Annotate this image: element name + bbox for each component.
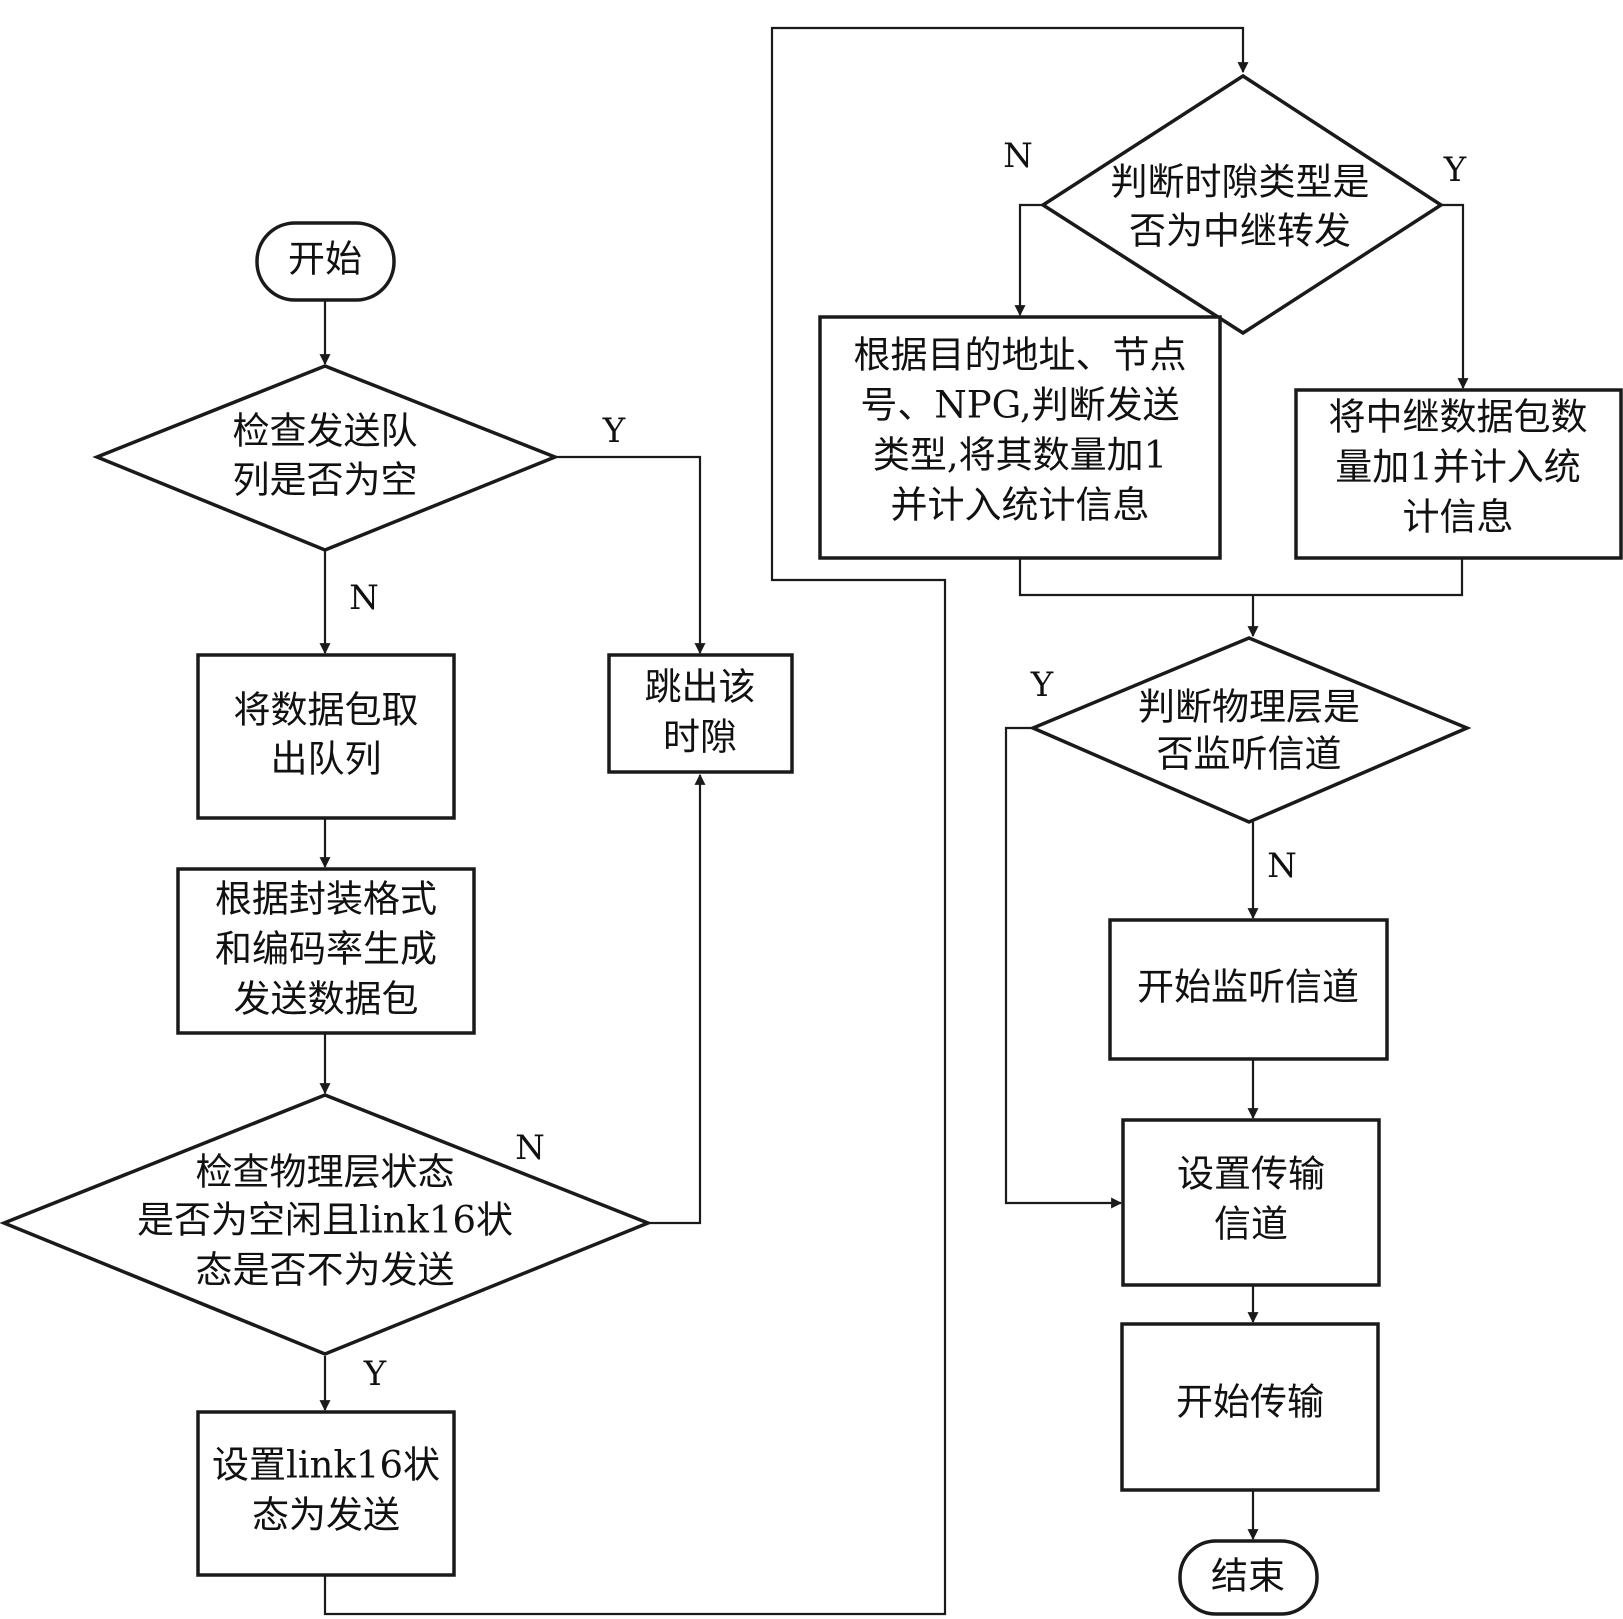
start-listen-process: 开始监听信道 <box>1108 918 1389 1061</box>
arrow-check-phy-no-to-skip <box>648 773 706 1225</box>
arrow-check-queue-yes-to-skip <box>555 455 706 655</box>
dequeue-line-1: 将数据包取 <box>234 689 419 732</box>
phy-listen-line-2: 否监听信道 <box>1157 733 1342 776</box>
relay-count-line-2: 量加1并计入统 <box>1335 446 1581 489</box>
label-queue-no: N <box>349 578 379 618</box>
check-phy-decision: 检查物理层状态 是否为空闲且link16状 态是否不为发送 <box>0 1093 653 1356</box>
check-queue-line-1: 检查发送队 <box>233 410 418 453</box>
label-queue-yes: Y <box>602 411 626 451</box>
start-transmit-process: 开始传输 <box>1120 1322 1380 1492</box>
label-phy-no: N <box>515 1128 545 1168</box>
set-state-line-1: 设置link16状 <box>212 1444 440 1487</box>
label-slot-yes: Y <box>1443 150 1467 190</box>
encapsulate-line-1: 根据封装格式 <box>215 878 437 921</box>
end-node: 结束 <box>1178 1539 1319 1616</box>
phy-listen-decision: 判断物理层是 否监听信道 <box>1028 636 1472 824</box>
end-label: 结束 <box>1211 1555 1285 1598</box>
label-listen-yes: Y <box>1030 665 1054 705</box>
start-node: 开始 <box>255 221 396 302</box>
check-queue-decision: 检查发送队 列是否为空 <box>92 364 560 552</box>
check-phy-line-3: 态是否不为发送 <box>196 1249 455 1292</box>
slot-type-line-2: 否为中继转发 <box>1129 210 1351 253</box>
merge-line <box>1018 558 1464 597</box>
arrow-phy-listen-yes <box>1004 726 1123 1209</box>
label-slot-no: N <box>1003 136 1033 176</box>
start-label: 开始 <box>288 238 362 281</box>
slot-type-line-1: 判断时隙类型是 <box>1111 161 1370 204</box>
check-phy-line-1: 检查物理层状态 <box>196 1151 455 1194</box>
arrow-set-state-to-slot-type <box>323 26 1249 1616</box>
phy-listen-line-1: 判断物理层是 <box>1138 686 1360 729</box>
start-listen-label: 开始监听信道 <box>1137 966 1359 1009</box>
check-phy-line-2: 是否为空闲且link16状 <box>137 1199 513 1242</box>
dequeue-process: 将数据包取 出队列 <box>196 653 456 820</box>
arrow-slot-type-no <box>1014 203 1043 317</box>
label-phy-yes: Y <box>363 1354 387 1394</box>
arrow-slot-type-yes <box>1441 203 1469 390</box>
dequeue-line-2: 出队列 <box>271 738 382 781</box>
relay-count-process: 将中继数据包数 量加1并计入统 计信息 <box>1294 388 1623 560</box>
encapsulate-process: 根据封装格式 和编码率生成 发送数据包 <box>176 867 476 1035</box>
slot-type-decision: 判断时隙类型是 否为中继转发 <box>1039 73 1445 336</box>
encapsulate-line-3: 发送数据包 <box>234 978 419 1021</box>
set-channel-process: 设置传输 信道 <box>1121 1118 1381 1287</box>
label-listen-no: N <box>1267 846 1297 886</box>
encapsulate-line-2: 和编码率生成 <box>215 928 437 971</box>
skip-slot-line-2: 时隙 <box>663 716 737 759</box>
determine-type-line-4: 并计入统计信息 <box>891 484 1150 527</box>
start-transmit-label: 开始传输 <box>1176 1381 1324 1424</box>
relay-count-line-3: 计信息 <box>1403 496 1514 539</box>
connectors <box>319 26 1469 1616</box>
determine-type-line-1: 根据目的地址、节点 <box>854 334 1187 377</box>
set-channel-line-1: 设置传输 <box>1177 1153 1325 1196</box>
determine-type-line-3: 类型,将其数量加1 <box>873 434 1167 477</box>
relay-count-line-1: 将中继数据包数 <box>1329 396 1588 439</box>
determine-type-process: 根据目的地址、节点 号、NPG,判断发送 类型,将其数量加1 并计入统计信息 <box>818 315 1222 560</box>
check-queue-line-2: 列是否为空 <box>233 459 418 502</box>
skip-slot-process: 跳出该 时隙 <box>607 653 794 774</box>
skip-slot-line-1: 跳出该 <box>645 666 756 709</box>
determine-type-line-2: 号、NPG,判断发送 <box>860 384 1179 427</box>
set-state-line-2: 态为发送 <box>252 1494 400 1537</box>
set-state-process: 设置link16状 态为发送 <box>196 1410 456 1577</box>
set-channel-line-2: 信道 <box>1214 1203 1288 1246</box>
